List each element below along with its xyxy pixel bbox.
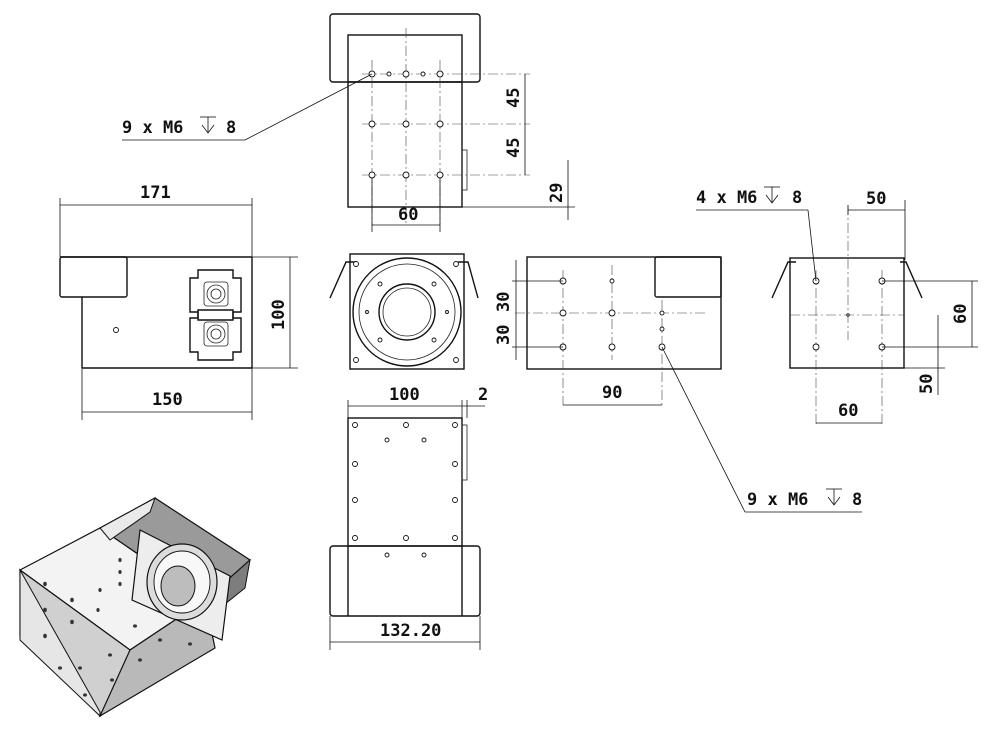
dim-side-150: 150 xyxy=(152,390,183,410)
depth-symbol-icon xyxy=(200,116,216,134)
dim-right-90: 90 xyxy=(602,383,622,403)
dim-end-60-bottom: 60 xyxy=(838,401,858,421)
dim-right-30b: 30 xyxy=(494,325,514,345)
front-view xyxy=(329,253,479,370)
dim-right-30a: 30 xyxy=(494,292,514,312)
depth-symbol-icon xyxy=(826,488,842,506)
dim-top-60: 60 xyxy=(398,205,418,225)
callout-right-depth: 8 xyxy=(852,490,862,510)
callout-top-depth: 8 xyxy=(226,118,236,138)
callout-end-depth: 8 xyxy=(792,188,802,208)
dim-top-29: 29 xyxy=(547,183,567,203)
isometric-view xyxy=(18,496,251,718)
depth-symbol-icon xyxy=(764,186,780,204)
dim-bottom-100: 100 xyxy=(389,385,420,405)
callout-right-count: 9 x M6 xyxy=(747,490,808,510)
bottom-view: 100 2 132.20 xyxy=(329,385,488,650)
connector-plate xyxy=(189,269,242,361)
dim-top-45b: 45 xyxy=(504,138,524,158)
top-view-holes xyxy=(368,70,444,179)
front-view-screws xyxy=(353,261,459,363)
bottom-view-holes xyxy=(352,422,458,558)
dim-bottom-132-20: 132.20 xyxy=(380,621,441,641)
dim-bottom-2: 2 xyxy=(478,385,488,405)
left-side-view: 171 100 150 xyxy=(59,183,298,420)
callout-end-count: 4 x M6 xyxy=(696,188,757,208)
right-view: 30 30 90 9 x M6 8 xyxy=(494,256,862,513)
dim-end-50-vert: 50 xyxy=(917,374,937,394)
callout-top-count: 9 x M6 xyxy=(122,118,183,138)
top-view: 45 45 29 60 9 x M6 8 xyxy=(122,13,575,232)
dim-top-45a: 45 xyxy=(504,88,524,108)
right-view-holes xyxy=(559,277,666,351)
dim-side-100: 100 xyxy=(269,299,289,330)
end-view: 50 60 50 60 4 x M6 8 xyxy=(696,186,978,425)
dim-end-50-top: 50 xyxy=(866,189,886,209)
isometric-holes xyxy=(43,558,192,697)
end-view-holes xyxy=(812,277,886,351)
dim-end-60-vert: 60 xyxy=(951,304,971,324)
dim-side-171: 171 xyxy=(140,183,171,203)
